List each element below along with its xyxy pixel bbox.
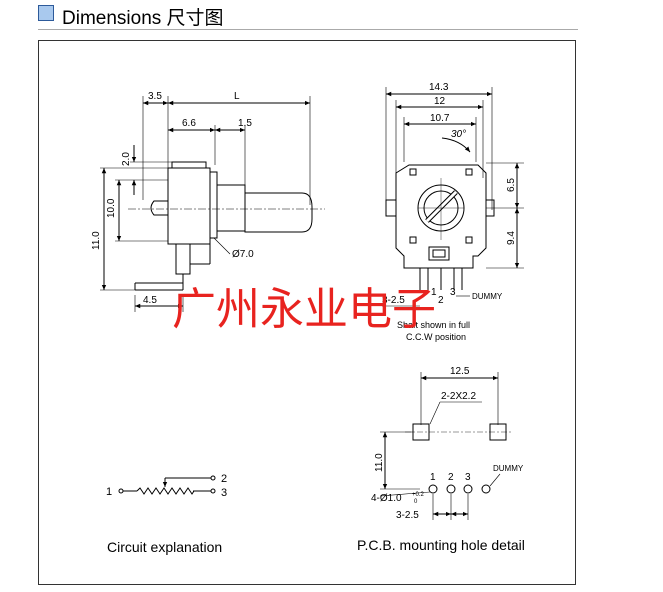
pcb-caption: P.C.B. mounting hole detail xyxy=(357,537,525,553)
side-view-labels: 3.5 L 6.6 1.5 2.0 10.0 11.0 Ø7.0 4.5 xyxy=(91,91,254,306)
dim-phi-7: Ø7.0 xyxy=(232,249,254,260)
pcb-dummy-label: DUMMY xyxy=(493,464,524,473)
section-square-icon xyxy=(38,5,54,21)
pcb-pin-2: 2 xyxy=(448,472,454,483)
page-title: Dimensions 尺寸图 xyxy=(62,8,224,29)
pcb-pin-1: 1 xyxy=(430,472,436,483)
circuit-pin-3: 3 xyxy=(221,487,227,499)
dim-tol-zero: 0 xyxy=(414,499,418,505)
pcb-pin-3: 3 xyxy=(465,472,471,483)
front-pin-2: 2 xyxy=(438,295,444,306)
dim-6-6: 6.6 xyxy=(182,118,196,129)
circuit-pin-2: 2 xyxy=(221,473,227,485)
front-view xyxy=(382,87,524,307)
dim-14-3: 14.3 xyxy=(429,82,449,93)
front-note-line-2: C.C.W position xyxy=(406,332,466,342)
front-view-labels: 14.3 12 10.7 30° 6.5 9.4 3-2.5 1 2 3 DUM… xyxy=(382,82,517,342)
pcb-labels: 12.5 2-2X2.2 11.0 1 2 3 DUMMY 4-Ø1.0 +0.… xyxy=(357,366,525,553)
front-pin-3: 3 xyxy=(450,287,456,298)
dim-3-2-5-front: 3-2.5 xyxy=(382,295,405,306)
dim-3-5: 3.5 xyxy=(148,91,162,102)
front-dummy-label: DUMMY xyxy=(472,292,503,301)
pcb-view xyxy=(379,372,512,520)
side-view xyxy=(100,96,325,312)
dim-30-deg: 30° xyxy=(451,129,466,140)
dim-4-5: 4.5 xyxy=(143,295,157,306)
front-pin-1: 1 xyxy=(431,287,437,298)
dim-2-0: 2.0 xyxy=(121,152,132,166)
dim-11-0: 11.0 xyxy=(91,231,102,250)
dim-4-phi-1-0: 4-Ø1.0 xyxy=(371,493,402,504)
dim-10-7: 10.7 xyxy=(430,113,450,124)
dim-11-0-pcb: 11.0 xyxy=(374,453,385,472)
dim-12: 12 xyxy=(434,96,446,107)
circuit-pin-1: 1 xyxy=(106,486,112,498)
watermark-text: 广州永业电子 xyxy=(172,284,436,335)
front-note-line-1: Shaft shown in full xyxy=(397,320,470,330)
dim-3-2-5-pcb: 3-2.5 xyxy=(396,510,419,521)
circuit-labels: 1 2 3 Circuit explanation xyxy=(106,473,227,555)
dim-L: L xyxy=(234,91,240,102)
drawing-frame xyxy=(38,40,576,585)
dim-6-5: 6.5 xyxy=(506,178,517,192)
dim-tol-plus: +0.2 xyxy=(412,492,425,498)
circuit-caption: Circuit explanation xyxy=(107,539,222,555)
header-divider xyxy=(38,29,578,30)
dim-12-5: 12.5 xyxy=(450,366,470,377)
dim-9-4: 9.4 xyxy=(506,231,517,245)
circuit-diagram xyxy=(118,475,216,495)
dim-1-5: 1.5 xyxy=(238,118,252,129)
header: Dimensions 尺寸图 xyxy=(0,0,663,30)
dim-2x2-2: 2-2X2.2 xyxy=(441,391,476,402)
dim-10-0: 10.0 xyxy=(106,198,117,218)
